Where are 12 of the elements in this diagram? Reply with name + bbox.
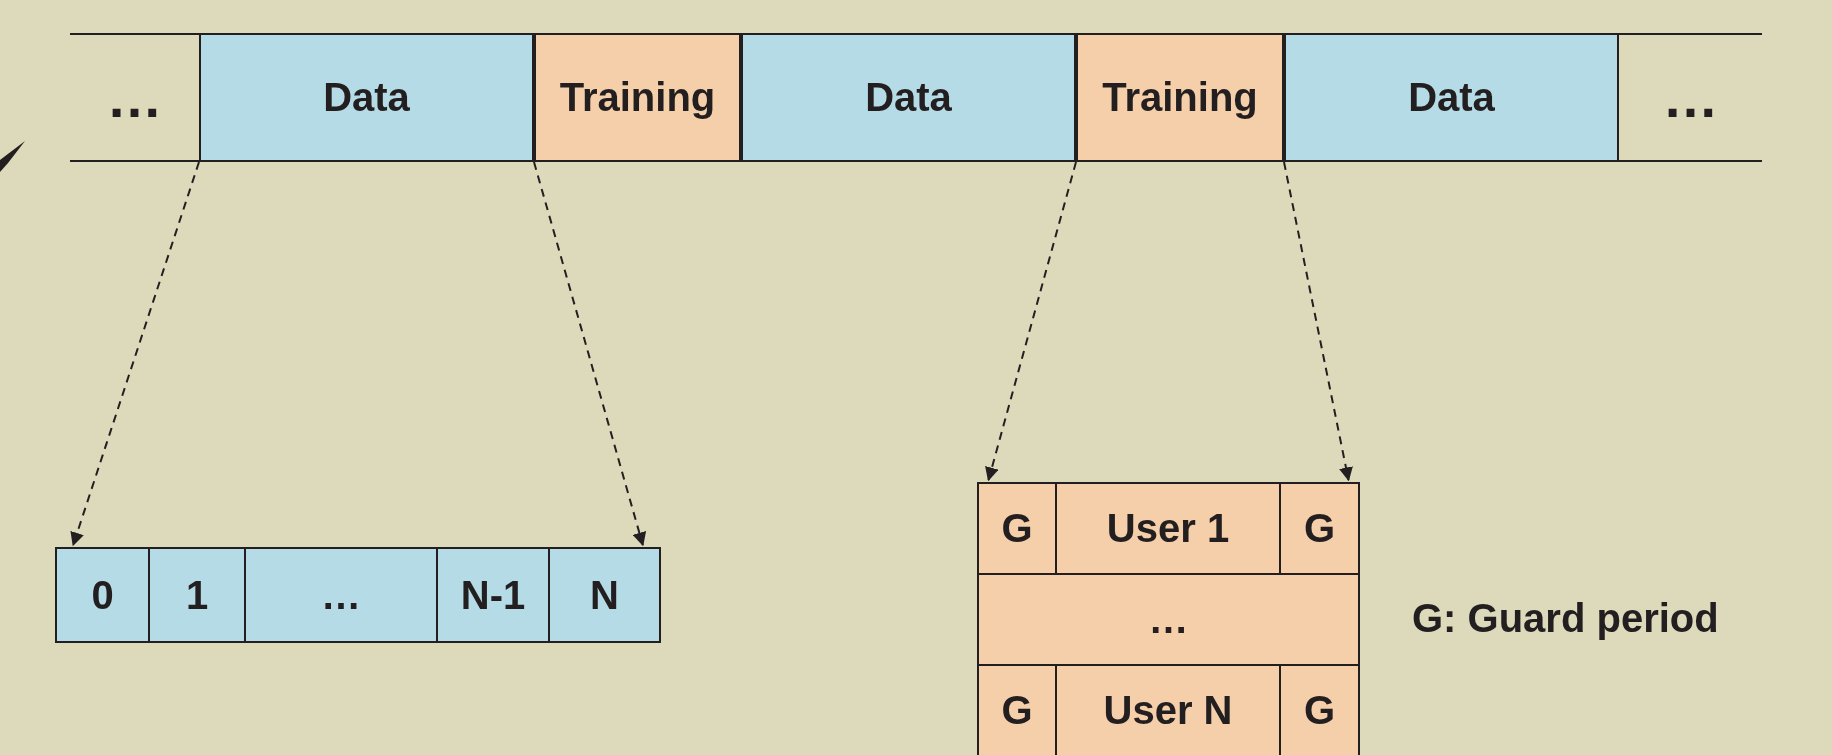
ellipsis-text: … (1619, 33, 1762, 162)
training-slot: Training (534, 33, 741, 162)
data-slot: Data (1284, 33, 1619, 162)
training-slot: Training (1076, 33, 1284, 162)
legend-note: G: Guard period (1412, 596, 1719, 641)
dashed-arrow (533, 161, 647, 547)
dashed-arrow (985, 161, 1077, 482)
data-slot: Data (199, 33, 534, 162)
ellipsis-text: … (70, 33, 199, 162)
dashed-arrow (1283, 161, 1353, 482)
data-slot: Data (741, 33, 1076, 162)
dashed-arrow (70, 161, 200, 547)
